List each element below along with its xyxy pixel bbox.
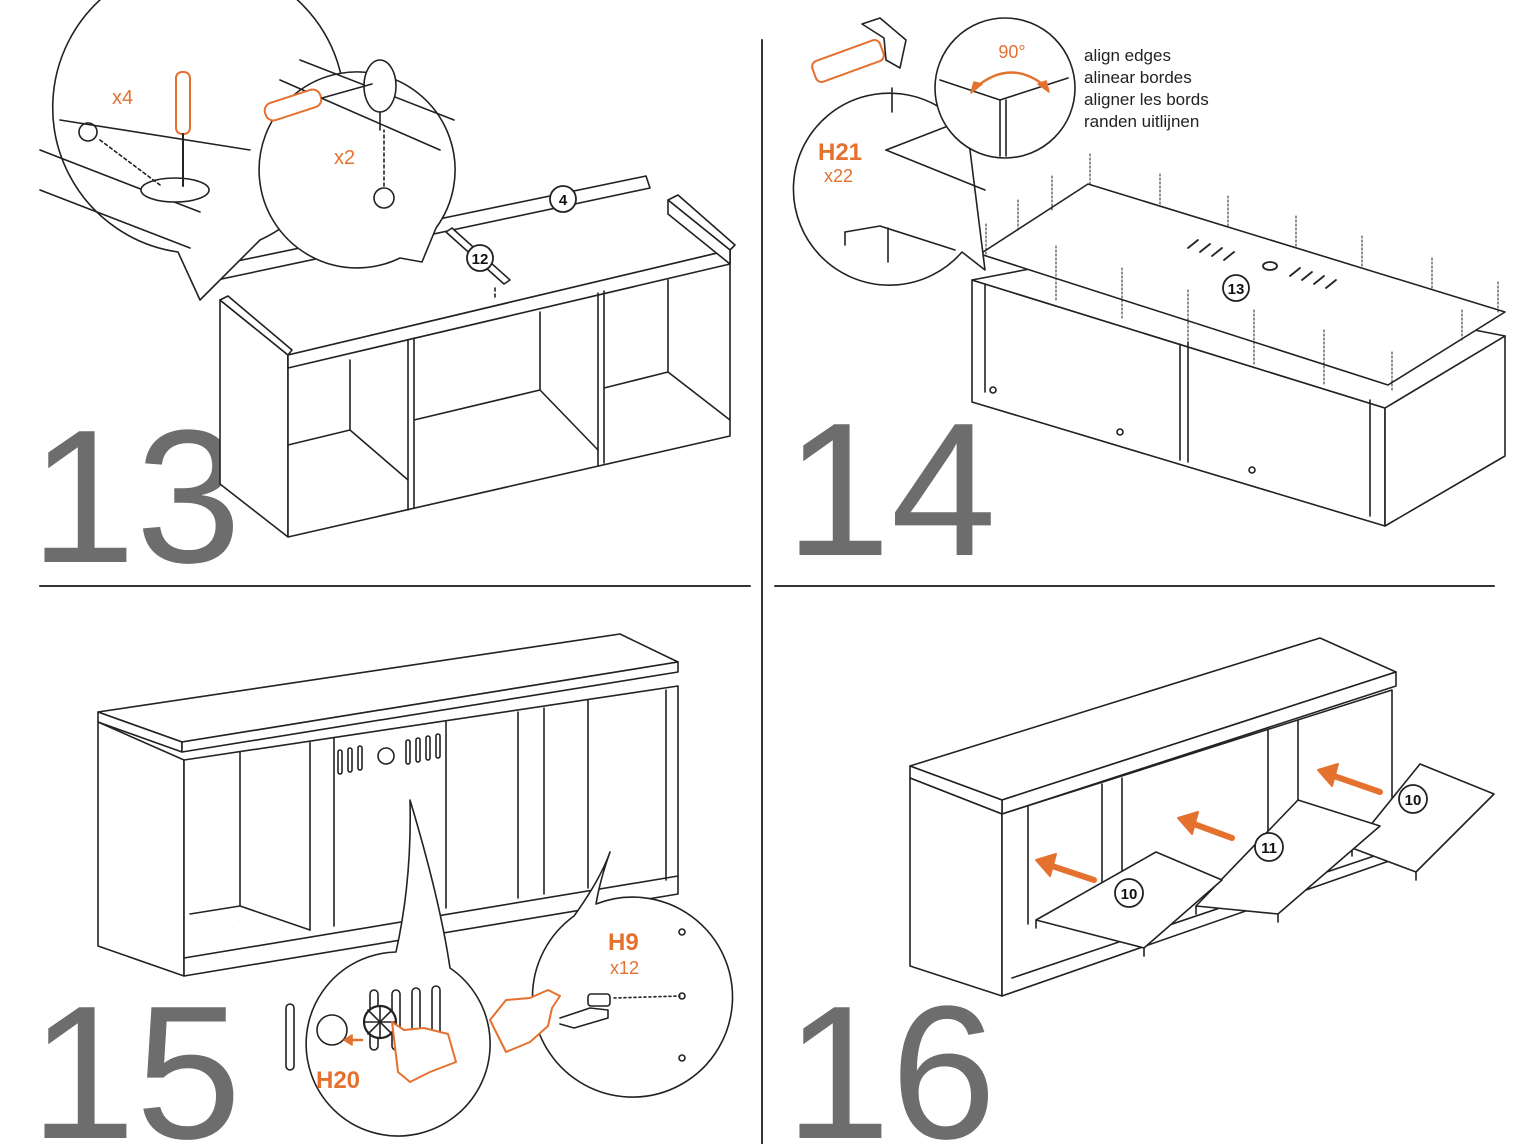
zoom-bubble-cam-lock: x2 [258, 59, 456, 269]
step-number: 15 [30, 967, 241, 1144]
svg-text:randen uitlijnen: randen uitlijnen [1084, 112, 1199, 131]
angle-label: 90° [998, 42, 1025, 62]
step-15: 15 [30, 633, 734, 1144]
svg-text:align edges: align edges [1084, 46, 1171, 65]
hand-pointing-icon [391, 1021, 457, 1083]
svg-text:12: 12 [472, 251, 489, 268]
svg-text:13: 13 [1228, 281, 1245, 298]
cover-code: H20 [316, 1067, 360, 1094]
screwdriver-icon [175, 71, 191, 187]
svg-text:4: 4 [559, 192, 568, 209]
zoom-bubble-nails: H21 x22 [792, 17, 986, 286]
step-number: 14 [785, 384, 996, 596]
zoom-bubble-cable-cover: H20 [285, 799, 491, 1137]
edge-alignment-note: align edges alinear bordes aligner les b… [1084, 46, 1209, 131]
nails [985, 153, 1499, 391]
cabinet-carcass [219, 194, 736, 538]
part-badge-10-left: 10 [1114, 878, 1144, 908]
shelf-right [1351, 763, 1495, 881]
cabinet-upright [97, 633, 679, 977]
part-badge-13: 13 [1222, 274, 1250, 302]
zoom-bubble-shelf-supports: H9 x12 [489, 851, 734, 1098]
cam-quantity: x2 [334, 147, 355, 169]
step-14: 14 [785, 17, 1506, 596]
angle-arrow [973, 71, 1047, 90]
screw-quantity: x4 [112, 87, 133, 109]
svg-text:aligner les bords: aligner les bords [1084, 90, 1209, 109]
step-number: 16 [785, 967, 996, 1144]
svg-text:10: 10 [1405, 792, 1422, 809]
svg-text:11: 11 [1261, 840, 1277, 857]
step-number: 13 [30, 391, 241, 603]
svg-text:10: 10 [1121, 886, 1138, 903]
vent-slots [1187, 239, 1337, 289]
part-badge-10-right: 10 [1398, 784, 1428, 814]
step-13: 13 4 [30, 0, 736, 603]
hardware-code: H21 [818, 139, 862, 166]
zoom-bubble-screws: x4 [39, 0, 346, 301]
support-code: H9 [608, 929, 639, 956]
hand-thumb-icon [489, 989, 561, 1053]
svg-text:alinear bordes: alinear bordes [1084, 68, 1192, 87]
step-16: 16 [785, 637, 1495, 1144]
insert-arrows [1035, 763, 1383, 883]
part-badge-12: 12 [466, 244, 494, 272]
hardware-quantity: x22 [824, 166, 853, 186]
zoom-bubble-right-angle: 90° [934, 17, 1076, 159]
part-badge-11: 11 [1254, 832, 1284, 862]
vent-slots [337, 733, 441, 775]
screwdriver-icon [263, 83, 373, 122]
shelf-pin-icon [559, 993, 611, 1029]
hammer-icon [811, 17, 907, 83]
support-quantity: x12 [610, 958, 639, 978]
part-badge-4: 4 [549, 185, 577, 213]
